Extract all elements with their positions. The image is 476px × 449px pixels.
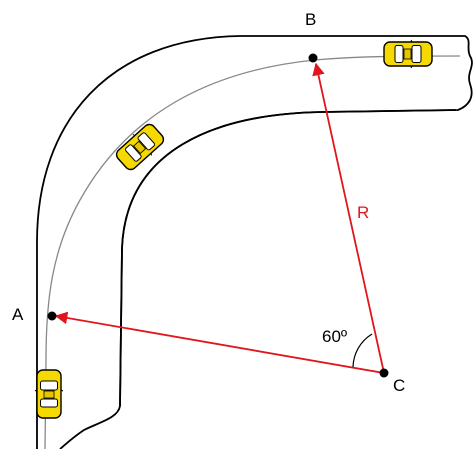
road-outer-edge bbox=[36, 35, 473, 449]
point-c-marker bbox=[379, 368, 389, 378]
point-a-marker bbox=[47, 311, 57, 321]
angle-arc bbox=[352, 333, 373, 368]
taxi-car-icon bbox=[383, 39, 433, 69]
angle-label: 60º bbox=[322, 327, 347, 346]
radius-vector-cb bbox=[312, 62, 385, 374]
road-inner-edge bbox=[119, 109, 457, 407]
radius-label: R bbox=[357, 203, 369, 222]
radius-vector-ca bbox=[54, 311, 385, 374]
circular-path bbox=[44, 55, 461, 449]
taxi-car-icon bbox=[34, 369, 64, 419]
point-a-label: A bbox=[12, 305, 24, 324]
point-c-label: C bbox=[393, 376, 405, 395]
point-b-marker bbox=[308, 53, 318, 63]
point-b-label: B bbox=[305, 10, 316, 29]
